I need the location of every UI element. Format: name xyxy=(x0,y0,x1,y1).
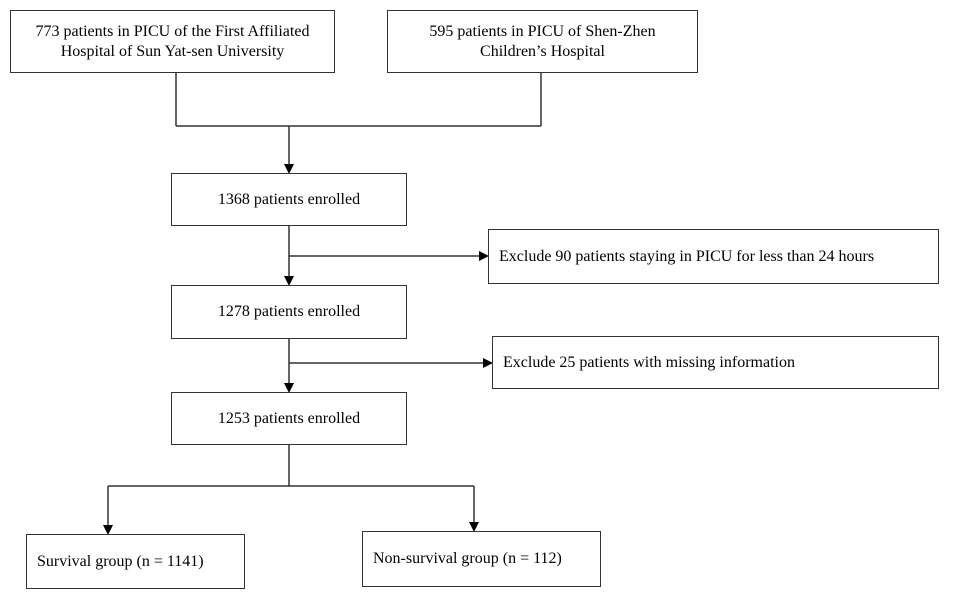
step-box-1-text: 1368 patients enrolled xyxy=(217,190,361,208)
source-box-shenzhen: 595 patients in PICU of Shen-Zhen Childr… xyxy=(387,10,698,73)
exclusion-box-1: Exclude 90 patients staying in PICU for … xyxy=(488,229,939,284)
outcome-box-non-survival: Non-survival group (n = 112) xyxy=(362,531,601,587)
step-box-2-text: 1278 patients enrolled xyxy=(217,303,361,320)
exclusion-box-1-text: Exclude 90 patients staying in PICU for … xyxy=(499,247,875,265)
outcome-box-survival-text: Survival group (n = 1141) xyxy=(37,552,204,570)
step-box-3: 1253 patients enrolled xyxy=(171,392,407,445)
step-box-1: 1368 patients enrolled xyxy=(171,173,407,226)
source-box-first-affiliated-text: 773 patients in PICU of the First Affili… xyxy=(35,22,310,60)
step-box-3-text: 1253 patients enrolled xyxy=(217,409,361,427)
exclusion-box-2: Exclude 25 patients with missing informa… xyxy=(492,336,939,389)
source-box-shenzhen-text: 595 patients in PICU of Shen-Zhen Childr… xyxy=(429,22,656,60)
outcome-box-non-survival-text: Non-survival group (n = 112) xyxy=(373,550,562,567)
outcome-box-survival: Survival group (n = 1141) xyxy=(26,534,245,589)
step-box-2: 1278 patients enrolled xyxy=(171,285,407,339)
source-box-first-affiliated: 773 patients in PICU of the First Affili… xyxy=(10,10,335,73)
exclusion-box-2-text: Exclude 25 patients with missing informa… xyxy=(503,353,795,371)
